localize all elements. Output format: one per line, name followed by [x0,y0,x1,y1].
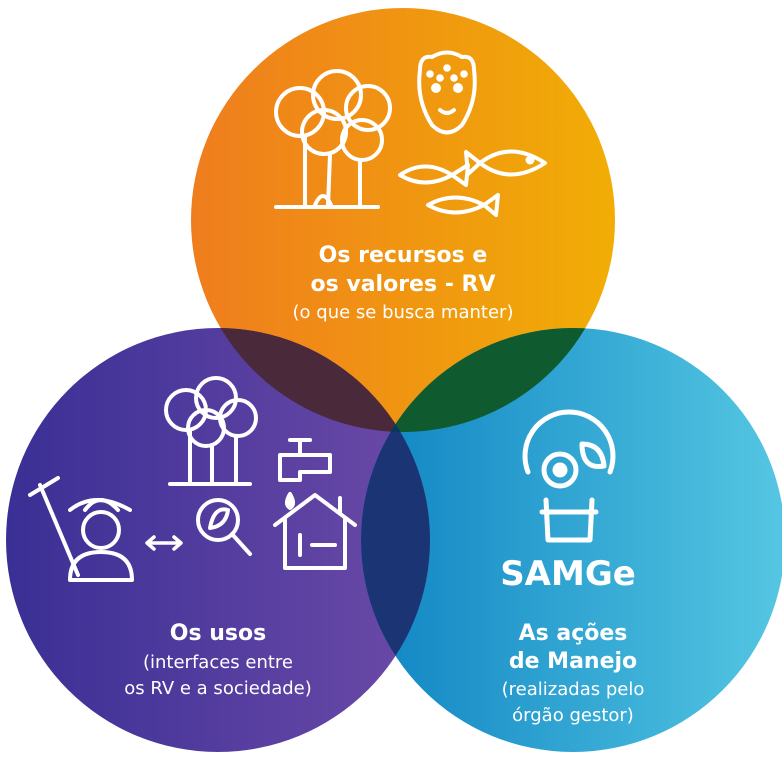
resources-title-line1: Os recursos e [319,243,488,268]
actions-subtitle-line2: órgão gestor) [512,705,634,726]
actions-title-line2: de Manejo [509,649,637,674]
magnifier-leaf-icon [196,498,252,556]
double-arrow-icon [145,535,183,551]
resources-title-line2: os valores - RV [311,272,496,297]
fish-icon [398,149,547,217]
trees-icon [274,69,392,209]
jaguar-icon [417,50,477,135]
uses-title: Os usos [170,621,266,646]
uses-subtitle-line1: (interfaces entre [143,652,293,673]
uses-subtitle-line2: os RV e a sociedade) [124,678,312,699]
samge-brand: SAMGe [500,554,636,594]
trees-icon-small [164,376,258,486]
faucet-icon [278,438,332,510]
samge-logo-icon [522,409,616,543]
actions-subtitle-line1: (realizadas pelo [502,679,645,700]
resources-subtitle: (o que se busca manter) [293,302,514,323]
actions-title-line1: As ações [519,621,628,646]
house-icon [273,493,357,570]
circle-resources-values [191,8,615,432]
farmer-icon [28,476,134,582]
